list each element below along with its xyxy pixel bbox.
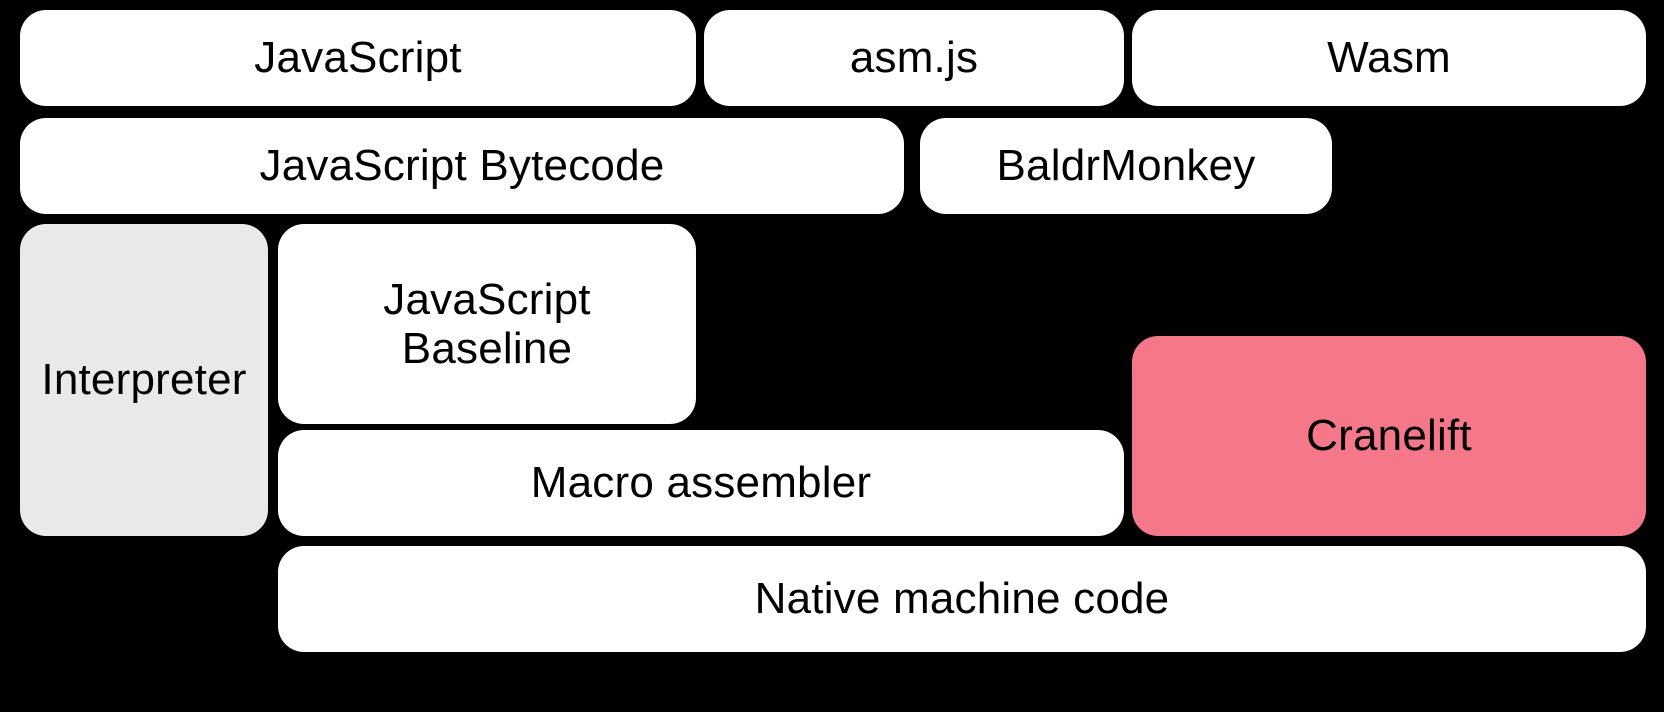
node-asmjs[interactable]: asm.js xyxy=(704,10,1124,106)
node-native-machine-code[interactable]: Native machine code xyxy=(278,546,1646,652)
node-ion-lir[interactable]: Ion LIR xyxy=(842,348,986,398)
node-javascript[interactable]: JavaScript xyxy=(20,10,696,106)
node-cranelift[interactable]: Cranelift xyxy=(1132,336,1646,536)
node-baldrmonkey[interactable]: BaldrMonkey xyxy=(920,118,1332,214)
node-javascript-baseline[interactable]: JavaScript Baseline xyxy=(278,224,696,424)
node-macro-assembler[interactable]: Macro assembler xyxy=(278,430,1124,536)
node-interpreter[interactable]: Interpreter xyxy=(20,224,268,536)
node-wasm[interactable]: Wasm xyxy=(1132,10,1646,106)
node-javascript-bytecode[interactable]: JavaScript Bytecode xyxy=(20,118,904,214)
node-ion-mir[interactable]: Ion MIR xyxy=(836,246,992,296)
